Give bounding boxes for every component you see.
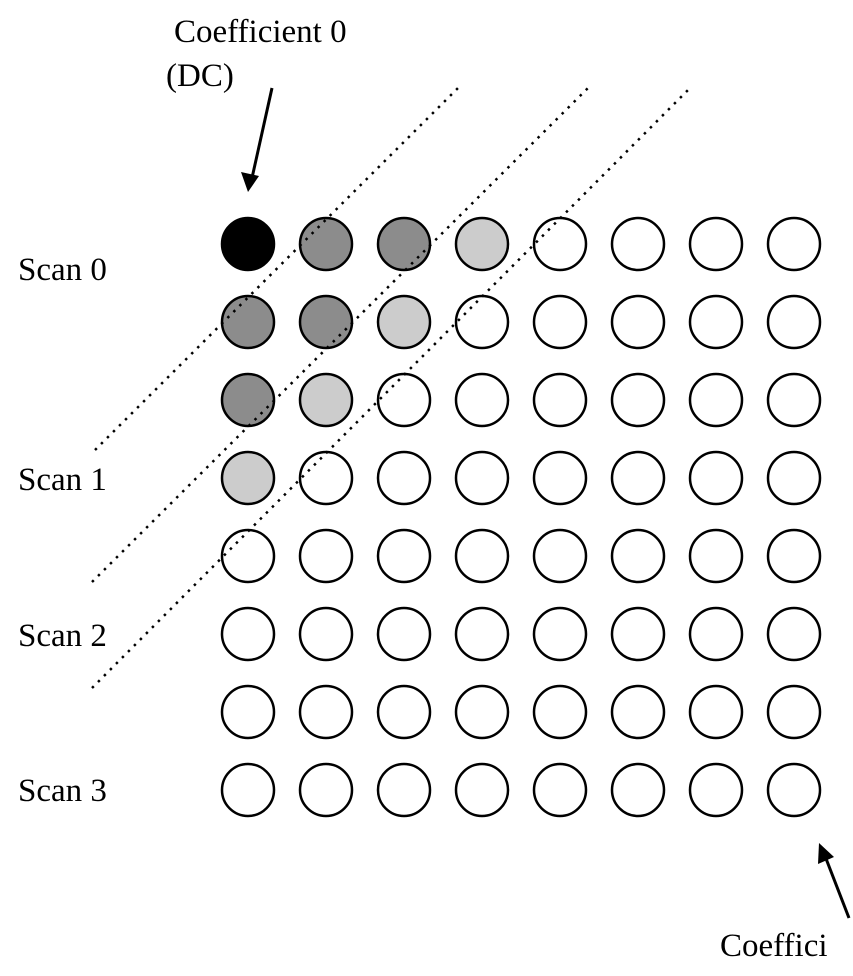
coefficient-0-6 (688, 216, 744, 272)
coefficient-2-1 (298, 372, 354, 428)
coefficient-3-6 (688, 450, 744, 506)
coefficient-6-2 (376, 684, 432, 740)
coefficient-1-7 (766, 294, 822, 350)
last-coefficient-label: Coeffici (720, 928, 828, 964)
coefficient-7-6 (688, 762, 744, 818)
coefficient-5-5 (610, 606, 666, 662)
coefficient-6-0 (220, 684, 276, 740)
coefficient-0-0 (220, 216, 276, 272)
coefficient-1-3 (454, 294, 510, 350)
coefficient-6-5 (610, 684, 666, 740)
coefficient-4-2 (376, 528, 432, 584)
coefficient-5-7 (766, 606, 822, 662)
coefficient-7-2 (376, 762, 432, 818)
coefficient-4-4 (532, 528, 588, 584)
coefficient-3-0 (220, 450, 276, 506)
coefficient-2-3 (454, 372, 510, 428)
coefficient-1-0 (220, 294, 276, 350)
coefficient-3-5 (610, 450, 666, 506)
scan-3-label: Scan 3 (18, 773, 107, 809)
coefficient-5-2 (376, 606, 432, 662)
coefficient-7-1 (298, 762, 354, 818)
coefficient-4-3 (454, 528, 510, 584)
coefficient-5-3 (454, 606, 510, 662)
coefficient-0-2 (376, 216, 432, 272)
coefficient-5-1 (298, 606, 354, 662)
coefficient-7-0 (220, 762, 276, 818)
scan-boundary-line-2 (91, 87, 589, 583)
coefficient-3-1 (298, 450, 354, 506)
dc-label-line1: Coefficient 0 (174, 14, 347, 50)
coefficient-0-3 (454, 216, 510, 272)
coefficient-7-5 (610, 762, 666, 818)
coefficient-7-4 (532, 762, 588, 818)
coefficient-4-5 (610, 528, 666, 584)
coefficient-2-4 (532, 372, 588, 428)
coefficient-1-5 (610, 294, 666, 350)
coefficient-4-6 (688, 528, 744, 584)
coefficient-3-4 (532, 450, 588, 506)
coefficient-5-4 (532, 606, 588, 662)
coefficient-grid (220, 216, 822, 818)
coefficient-4-0 (220, 528, 276, 584)
coefficient-3-3 (454, 450, 510, 506)
coefficient-4-7 (766, 528, 822, 584)
coefficient-0-5 (610, 216, 666, 272)
coefficient-6-3 (454, 684, 510, 740)
coefficient-4-1 (298, 528, 354, 584)
coefficient-3-2 (376, 450, 432, 506)
coefficient-0-7 (766, 216, 822, 272)
last-coefficient-arrow-icon (818, 843, 851, 919)
dc-arrow-icon (241, 87, 274, 192)
coefficient-2-0 (220, 372, 276, 428)
scan-1-label: Scan 1 (18, 462, 107, 498)
coefficient-6-7 (766, 684, 822, 740)
coefficient-1-4 (532, 294, 588, 350)
coefficient-2-2 (376, 372, 432, 428)
coefficient-0-4 (532, 216, 588, 272)
coefficient-6-1 (298, 684, 354, 740)
coefficient-6-6 (688, 684, 744, 740)
coefficient-2-7 (766, 372, 822, 428)
coefficient-1-2 (376, 294, 432, 350)
coefficient-6-4 (532, 684, 588, 740)
scan-boundary-line-1 (94, 87, 459, 451)
coefficient-1-1 (298, 294, 354, 350)
coefficient-7-3 (454, 762, 510, 818)
scan-2-label: Scan 2 (18, 618, 107, 654)
coefficient-1-6 (688, 294, 744, 350)
scan-0-label: Scan 0 (18, 252, 107, 288)
coefficient-5-6 (688, 606, 744, 662)
dc-label-line2: (DC) (166, 58, 234, 94)
coefficient-7-7 (766, 762, 822, 818)
scan-boundary-line-3 (91, 87, 691, 689)
coefficient-2-5 (610, 372, 666, 428)
coefficient-0-1 (298, 216, 354, 272)
coefficient-3-7 (766, 450, 822, 506)
coefficient-5-0 (220, 606, 276, 662)
coefficient-2-6 (688, 372, 744, 428)
